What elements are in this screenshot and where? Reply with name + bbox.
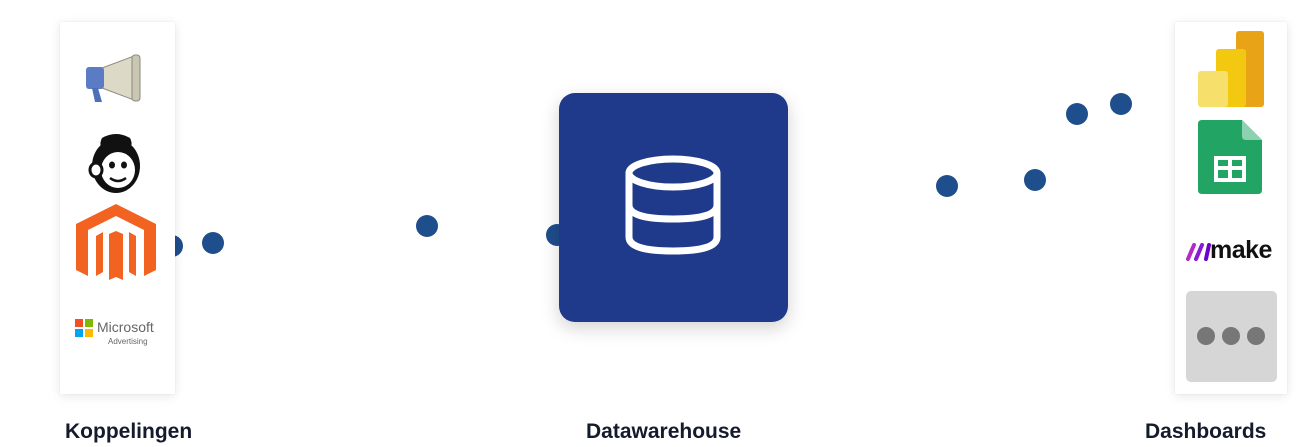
flow-dot [936,175,958,197]
flow-dot [202,232,224,254]
microsoft-advertising-label: Microsoft [97,319,154,335]
more-icon [1186,291,1277,382]
flow-dot [1024,169,1046,191]
more-dot [1247,327,1265,345]
more-dot [1197,327,1215,345]
google-sheets-icon [1198,120,1262,194]
flow-dot [1066,103,1088,125]
more-dot [1222,327,1240,345]
database-icon [625,155,721,255]
sources-label: Koppelingen [65,420,193,443]
make-logo-mark-icon [1186,243,1212,261]
microsoft-advertising-sublabel: Advertising [108,337,148,346]
make-label: make [1210,236,1272,264]
datawarehouse-hub [559,93,788,322]
warehouse-label: Datawarehouse [586,420,742,443]
mailchimp-icon [88,132,144,194]
flow-dot [1110,93,1132,115]
microsoft-logo-icon [75,319,93,337]
flow-dot [416,215,438,237]
magento-icon [76,204,156,280]
megaphone-icon [84,52,146,104]
power-bi-icon [1196,31,1266,109]
dashboards-label: Dashboards [1145,420,1267,443]
